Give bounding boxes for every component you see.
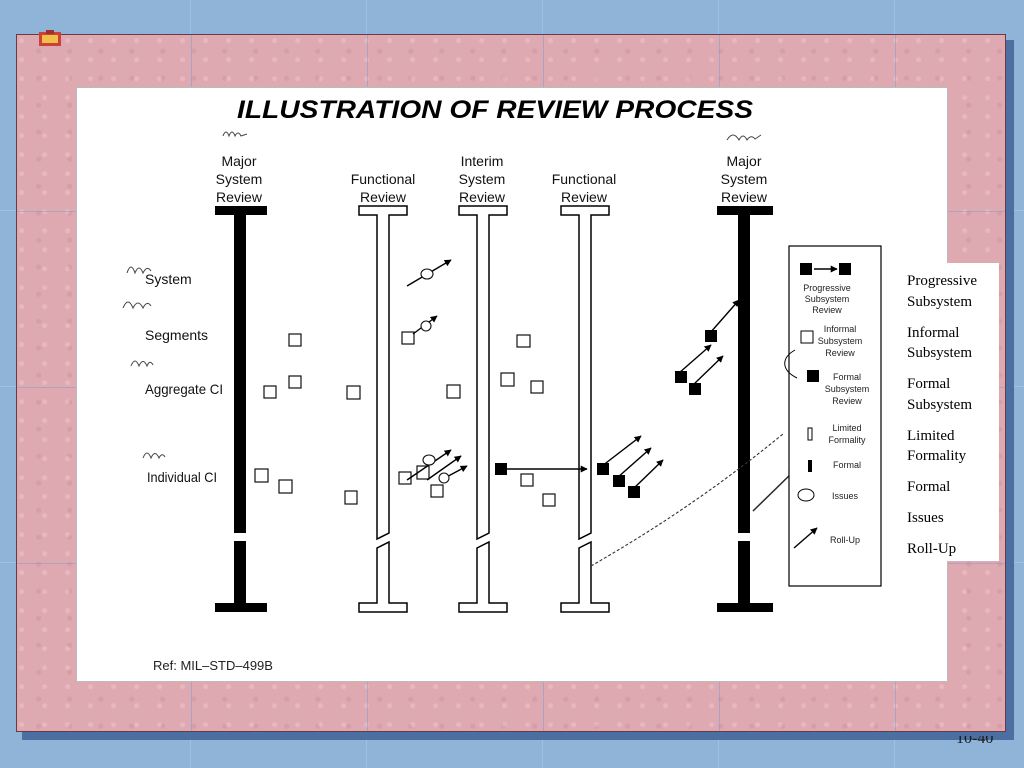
column-label: System <box>459 171 506 187</box>
major-review-pillar-left <box>215 206 267 612</box>
column-label: Interim <box>461 153 504 169</box>
formal-subsystem-marks <box>495 330 717 498</box>
page-number: 10-40 <box>956 736 1016 756</box>
legend-text: Roll-Up <box>907 541 957 557</box>
level-label: System <box>145 271 192 287</box>
legend-text: Formality <box>907 448 967 464</box>
informal-subsystem-marks <box>254 331 556 507</box>
legend-panel: Progressive Subsystem Informal Subsystem… <box>899 263 999 561</box>
inner-legend-text: Review <box>825 348 855 358</box>
level-label: Individual CI <box>147 469 217 485</box>
corner-logo-icon <box>39 30 61 46</box>
inner-legend-text: Subsystem <box>805 294 850 304</box>
interim-review-pillar <box>458 540 508 613</box>
legend-item-limited: Limited Formality <box>907 426 999 467</box>
functional-review-pillar <box>358 540 408 613</box>
legend-text: Subsystem <box>907 293 973 310</box>
inner-legend-text: Formal <box>833 460 861 470</box>
inner-legend-text: Review <box>812 305 842 315</box>
legend-item-progressive: Progressive Subsystem <box>907 271 999 312</box>
inner-legend-text: Informal <box>824 324 857 334</box>
inner-legend-text: Formal <box>833 372 861 382</box>
column-label: Review <box>360 189 407 205</box>
legend-text: Formal <box>907 479 951 495</box>
functional-review-pillar <box>358 205 408 541</box>
inner-legend-text: Limited <box>832 423 861 433</box>
legend-item-formal-subsystem: Formal Subsystem <box>907 374 999 415</box>
review-diagram: ILLUSTRATION OF REVIEW PROCESS Major Sys… <box>122 96 882 673</box>
column-label: Functional <box>552 171 617 187</box>
column-label: Functional <box>351 171 416 187</box>
legend-text: Subsystem <box>907 345 973 361</box>
legend-text: Subsystem <box>907 396 973 413</box>
column-label: System <box>216 171 263 187</box>
functional-review-pillar <box>560 540 610 613</box>
figure-title: ILLUSTRATION OF REVIEW PROCESS <box>237 96 753 124</box>
inner-legend-text: Review <box>832 396 862 406</box>
interim-review-pillar <box>458 205 508 541</box>
column-label: Major <box>221 153 256 169</box>
inner-legend: Progressive Subsystem Review Informal Su… <box>784 245 882 587</box>
callout-lines <box>590 433 796 567</box>
legend-text: Issues <box>907 510 944 526</box>
review-process-figure: ILLUSTRATION OF REVIEW PROCESS Major Sys… <box>76 87 948 682</box>
level-label: Segments <box>145 327 208 343</box>
legend-text: Informal <box>907 324 960 341</box>
inner-legend-text: Roll-Up <box>830 535 860 545</box>
legend-text: Limited <box>907 427 955 444</box>
legend-item-issues: Issues <box>907 508 999 529</box>
column-label: Review <box>459 189 506 205</box>
issue-markers <box>420 268 450 484</box>
column-label: Major <box>726 153 761 169</box>
inner-legend-text: Formality <box>828 435 866 445</box>
legend-text: Formal <box>907 376 951 392</box>
handwritten-marks <box>122 131 762 460</box>
column-label: Review <box>561 189 608 205</box>
page-number-text: 10-40 <box>956 736 994 747</box>
legend-item-rollup: Roll-Up <box>907 539 999 560</box>
inner-legend-text: Subsystem <box>825 384 870 394</box>
legend-text: Progressive <box>907 273 977 289</box>
column-label: Review <box>721 189 768 205</box>
functional-review-pillar <box>560 205 610 541</box>
column-label: System <box>721 171 768 187</box>
inner-legend-text: Subsystem <box>818 336 863 346</box>
legend-item-formal: Formal <box>907 477 999 498</box>
reference-note: Ref: MIL–STD–499B <box>153 658 273 673</box>
major-review-pillar-right <box>717 206 773 612</box>
inner-legend-text: Issues <box>832 491 859 501</box>
column-label: Review <box>216 189 263 205</box>
legend-item-informal: Informal Subsystem <box>907 323 999 364</box>
inner-legend-text: Progressive <box>803 283 851 293</box>
level-label: Aggregate CI <box>145 381 223 397</box>
